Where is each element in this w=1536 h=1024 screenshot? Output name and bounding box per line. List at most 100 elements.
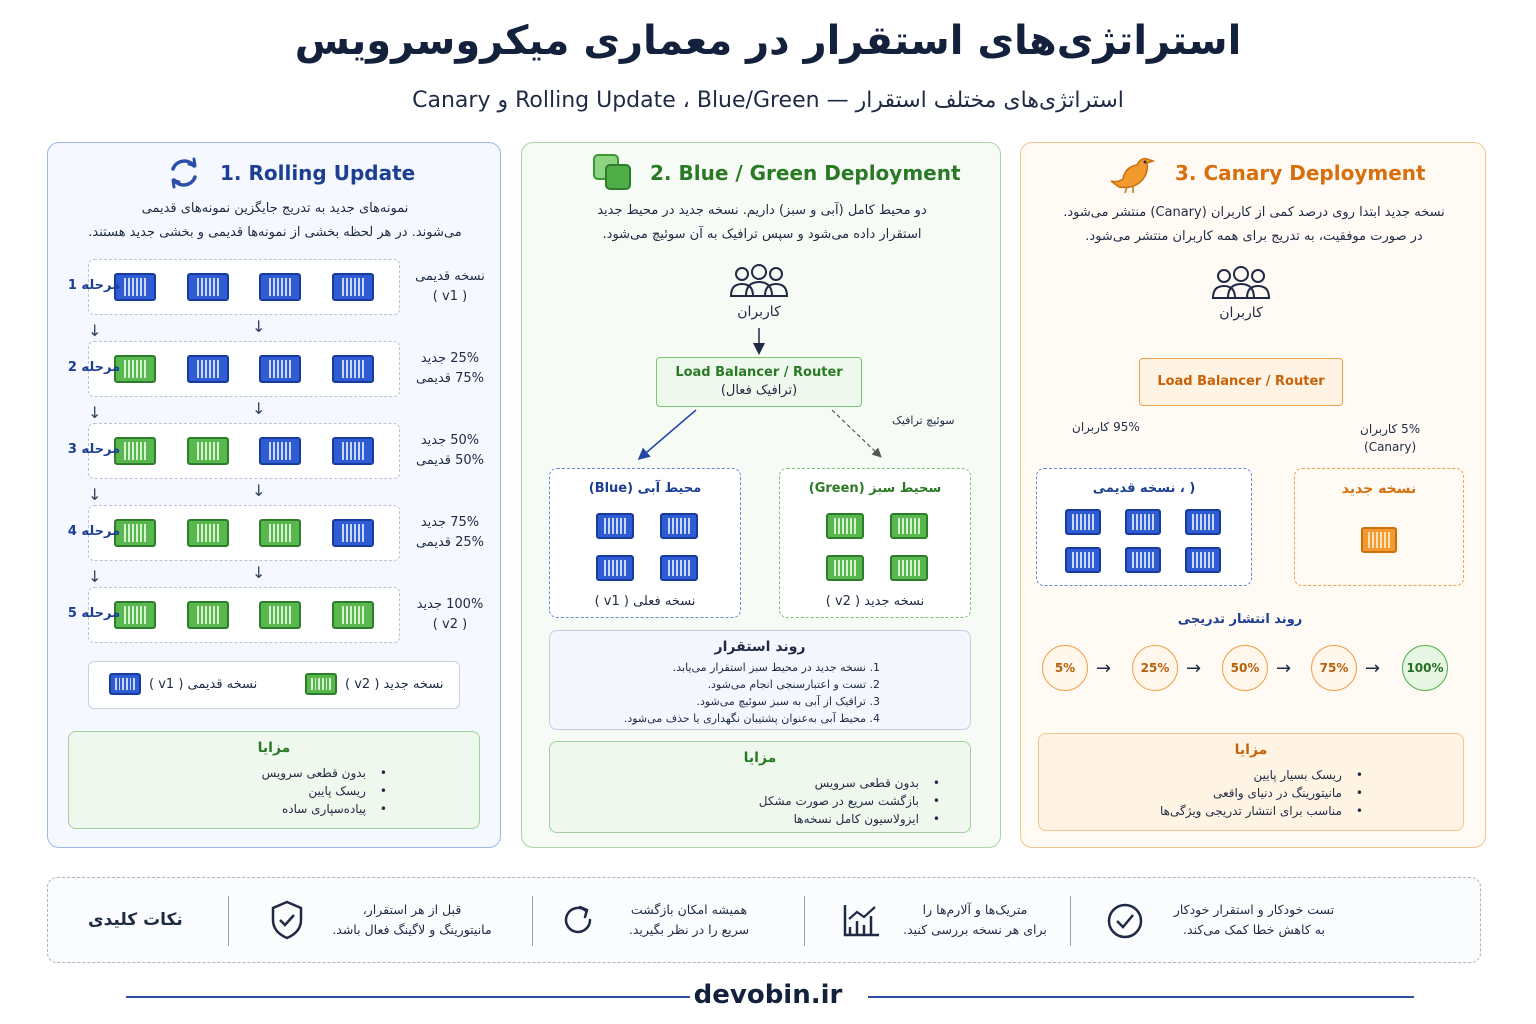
users-icon	[1211, 266, 1271, 299]
advantage-item: ایزولاسیون کامل نسخه‌ها	[710, 810, 940, 828]
canary-users-label: کاربران	[1219, 305, 1263, 321]
process-step: 3. ترافیک از آبی به سبز سوئیچ می‌شود.	[696, 695, 880, 708]
stage-pct-line: 75% قدیمی	[415, 371, 485, 386]
green-container-icon	[259, 519, 302, 547]
tip-line: متریک‌ها و آلارم‌ها را	[922, 902, 1028, 917]
down-arrow-icon: ↓	[88, 485, 102, 504]
rollout-step: 100%	[1402, 645, 1448, 691]
canary-new-environment: نسخه جدید	[1294, 468, 1464, 586]
advantage-item: مناسب برای انتشار تدریجی ویژگی‌ها	[1113, 802, 1363, 820]
divider	[532, 896, 533, 946]
divider	[804, 896, 805, 946]
canary-split-old: 95% کاربران	[1072, 420, 1140, 434]
rolling-desc-line1: نمونه‌های جدید به تدریج جایگزین نمونه‌ها…	[141, 201, 409, 216]
blue-container-icon	[1065, 509, 1101, 535]
green-container-icon	[826, 513, 864, 539]
legend-new-container-icon	[305, 673, 337, 695]
green-env-version: نسخه جدید ( v2 )	[825, 594, 925, 609]
rolling-stage-row	[88, 259, 400, 315]
tip-line: همیشه امکان بازگشت	[630, 902, 748, 917]
stage-pct-line: 50% قدیمی	[415, 453, 485, 468]
page-subtitle: استراتژی‌های مختلف استقرار — Rolling Upd…	[412, 88, 1124, 113]
canary-advantages-list: ریسک بسیار پایین مانیتورینگ در دنیای واق…	[1113, 766, 1363, 820]
right-arrow-icon: →	[1276, 658, 1292, 679]
stage-label: مرحله 2	[67, 360, 121, 375]
layers-icon	[593, 154, 631, 190]
green-container-icon	[114, 519, 157, 547]
down-arrow-icon: ↓	[252, 481, 266, 500]
bluegreen-desc-line1: دو محیط کامل (آبی و سبز) داریم. نسخه جدی…	[597, 203, 927, 218]
legend-new-label: نسخه جدید ( v2 )	[345, 677, 444, 692]
stage-percentage: نسخه قدیمی( v1 )	[408, 267, 492, 307]
green-container-icon	[826, 555, 864, 581]
refresh-icon	[171, 157, 197, 189]
green-container-icon	[259, 601, 302, 629]
bluegreen-lb-subtitle: (ترافیک فعال)	[720, 383, 798, 398]
advantage-item: پیاده‌سپاری ساده	[187, 800, 387, 818]
stage-label: مرحله 1	[67, 278, 121, 293]
refresh-icon	[564, 905, 592, 934]
stage-label: مرحله 3	[67, 442, 121, 457]
green-container-icon	[114, 355, 157, 383]
canary-advantages: مزایا ریسک بسیار پایین مانیتورینگ در دنی…	[1038, 733, 1464, 831]
advantage-item: ریسک بسیار پایین	[1113, 766, 1363, 784]
rolling-stage-row	[88, 587, 400, 643]
footer-site: devobin.ir	[693, 980, 843, 1010]
stage-pct-line: 75% جدید	[420, 515, 480, 530]
tip-line: سریع را در نظر بگیرید.	[628, 922, 750, 937]
rollout-step: 5%	[1042, 645, 1088, 691]
green-container-icon	[114, 601, 157, 629]
canary-split-new-pct: 5% کاربران	[1360, 422, 1421, 436]
stage-percentage: 75% جدید 25% قدیمی	[408, 513, 492, 553]
rollout-title: روند انتشار تدریجی	[1177, 612, 1303, 627]
stage-label: مرحله 5	[67, 606, 121, 621]
down-arrow-icon: ↓	[88, 567, 102, 586]
green-container-icon	[186, 437, 229, 465]
blue-container-icon	[1065, 547, 1101, 573]
green-environment: سحیط سبز (Green) نسخه جدید ( v2 )	[779, 468, 971, 618]
bluegreen-lb-title: Load Balancer / Router	[675, 365, 843, 380]
stage-pct-line: 25% قدیمی	[415, 535, 485, 550]
canary-title: 3. Canary Deployment	[1175, 161, 1426, 185]
rolling-advantages: مزایا بدون قطعی سرویس ریسک پایین پیاده‌س…	[68, 731, 480, 829]
stage-pct-line: 50% جدید	[420, 433, 480, 448]
right-arrow-icon: →	[1365, 658, 1381, 679]
bluegreen-process: روند استقرار 1. نسخه جدید در محیط سبز اس…	[549, 630, 971, 730]
stage-pct-line: 25% جدید	[420, 351, 480, 366]
rolling-description: نمونه‌های جدید به تدریج جایگزین نمونه‌ها…	[62, 197, 488, 245]
bluegreen-load-balancer: Load Balancer / Router (ترافیک فعال)	[656, 357, 862, 407]
bluegreen-desc-line2: استقرار داده می‌شود و سپس ترافیک به آن س…	[602, 227, 922, 242]
users-icon	[729, 264, 789, 297]
canary-description: نسخه جدید ابتدا روی درصد کمی از کاربران …	[1031, 201, 1477, 249]
check-circle-icon	[1107, 903, 1143, 939]
blue-env-title: محیط آبی (Blue)	[588, 481, 702, 496]
blue-env-version: نسخه فعلی ( v1 )	[594, 594, 696, 609]
down-arrow-icon: ↓	[252, 563, 266, 582]
footer-line-right	[868, 996, 1414, 998]
canary-container-icon	[1361, 527, 1397, 553]
canary-load-balancer: Load Balancer / Router	[1139, 358, 1343, 406]
rolling-advantages-list: بدون قطعی سرویس ریسک پایین پیاده‌سپاری س…	[187, 764, 387, 818]
green-container-icon	[114, 437, 157, 465]
page-title: استراتژی‌های استقرار در معماری میکروسروی…	[294, 18, 1242, 64]
footer-line-left	[126, 996, 690, 998]
blue-container-icon	[259, 437, 302, 465]
process-step: 2. تست و اعتبارسنجی انجام می‌شود.	[707, 678, 880, 691]
stage-pct-line: نسخه قدیمی	[415, 269, 485, 284]
blue-environment: محیط آبی (Blue) نسخه فعلی ( v1 )	[549, 468, 741, 618]
tip-line: قبل از هر استقرار،	[362, 902, 462, 917]
down-arrow-icon: ↓	[252, 317, 266, 336]
rollout-step: 25%	[1132, 645, 1178, 691]
bluegreen-users-label: کاربران	[737, 304, 781, 320]
tip-line: به کاهش خطا کمک می‌کند.	[1183, 922, 1325, 937]
bluegreen-process-steps: 1. نسخه جدید در محیط سبز استقرار می‌یابد…	[610, 659, 880, 727]
green-container-icon	[331, 601, 374, 629]
green-container-icon	[186, 601, 229, 629]
rolling-stage-row	[88, 505, 400, 561]
rolling-advantages-title: مزایا	[257, 740, 291, 756]
divider	[1070, 896, 1071, 946]
down-arrow-icon: ↓	[88, 321, 102, 340]
rolling-stage-row	[88, 423, 400, 479]
tip-line: مانیتورینگ و لاگینگ فعال باشد.	[332, 922, 492, 937]
